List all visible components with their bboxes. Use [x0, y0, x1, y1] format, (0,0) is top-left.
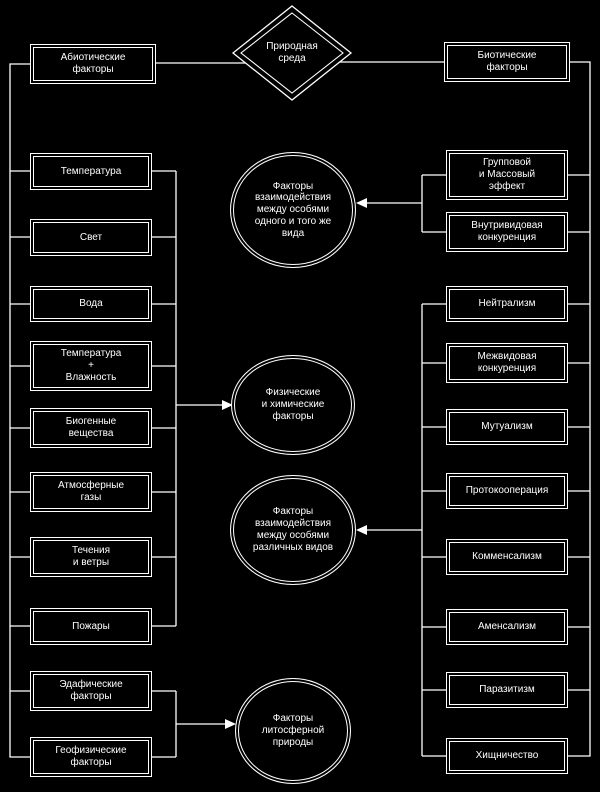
node-label: Комменсализм	[472, 551, 542, 563]
node-label: Внутривидовая конкуренция	[471, 220, 543, 243]
right-bracket-intraspecific	[365, 174, 446, 233]
node-label: Геофизические факторы	[55, 745, 127, 768]
node-parasitism: Паразитизм	[446, 672, 568, 708]
node-label: Абиотические факторы	[60, 52, 126, 75]
node-label: Факторы литосферной природы	[261, 713, 325, 748]
left-bracket-lithospheric	[152, 690, 227, 758]
node-label: Вода	[79, 298, 103, 310]
node-label: Факторы взаимодействия между особями одн…	[254, 180, 332, 239]
node-label: Биогенные вещества	[65, 416, 117, 439]
header-abiotic-factors: Абиотические факторы	[30, 44, 156, 84]
left-bracket-physical	[152, 170, 224, 627]
node-label: Межвидовая конкуренция	[477, 351, 537, 374]
connector-lines	[9, 61, 591, 758]
node-label: Паразитизм	[479, 684, 535, 696]
header-biotic-factors: Биотические факторы	[444, 42, 570, 82]
arrow-to-intraspecific-circle	[356, 198, 367, 208]
group-interspecific-interaction: Факторы взаимодействия между особями раз…	[230, 475, 356, 585]
node-label: Биотические факторы	[477, 50, 537, 73]
arrow-to-interspecific-circle	[356, 525, 367, 535]
node-neutralism: Нейтрализм	[446, 286, 568, 322]
right-trunk	[568, 61, 591, 757]
node-natural-environment: Природная среда	[240, 32, 344, 74]
node-label: Протокооперация	[465, 485, 549, 497]
group-intraspecific-interaction: Факторы взаимодействия между особями одн…	[230, 152, 356, 268]
node-label: Атмосферные газы	[57, 480, 125, 503]
node-amensalism: Аменсализм	[446, 609, 568, 645]
node-label: Мутуализм	[481, 421, 533, 433]
root-diamond-outer	[231, 5, 353, 101]
node-geophysical-factors: Геофизические факторы	[30, 737, 152, 777]
group-physical-chemical-factors: Физические и химические факторы	[231, 355, 355, 455]
node-currents-and-winds: Течения и ветры	[30, 537, 152, 577]
right-bracket-interspecific	[365, 303, 446, 757]
node-label: Групповой и Массовый эффект	[478, 157, 536, 192]
node-temperature: Температура	[30, 153, 152, 190]
node-label: Температура + Влажность	[60, 348, 122, 383]
node-label: Природная среда	[266, 41, 318, 64]
node-label: Хищничество	[475, 750, 539, 762]
node-label: Свет	[79, 231, 103, 243]
node-label: Аменсализм	[477, 621, 537, 633]
node-water: Вода	[30, 286, 152, 322]
node-group-mass-effect: Групповой и Массовый эффект	[446, 150, 568, 200]
arrow-to-lithospheric-circle	[225, 719, 236, 729]
node-label: Пожары	[72, 620, 110, 632]
root-diamond-inner	[240, 12, 344, 94]
node-intraspecific-competition: Внутривидовая конкуренция	[446, 212, 568, 252]
node-biogenic-substances: Биогенные вещества	[30, 408, 152, 448]
node-light: Свет	[30, 219, 152, 256]
left-trunk	[9, 63, 30, 758]
node-label: Физические и химические факторы	[261, 387, 325, 422]
node-label: Температура	[60, 165, 122, 177]
arrowheads	[222, 198, 367, 729]
node-protocooperation: Протокооперация	[446, 473, 568, 509]
root-diamond	[231, 5, 353, 101]
node-atmospheric-gases: Атмосферные газы	[30, 472, 152, 512]
node-fires: Пожары	[30, 608, 152, 645]
group-lithospheric-factors: Факторы литосферной природы	[235, 678, 351, 784]
node-temperature-humidity: Температура + Влажность	[30, 341, 152, 391]
arrow-to-physical-circle	[222, 400, 233, 410]
node-mutualism: Мутуализм	[446, 409, 568, 445]
node-edaphic-factors: Эдафические факторы	[30, 671, 152, 711]
node-label: Нейтрализм	[478, 298, 536, 310]
node-interspecific-competition: Межвидовая конкуренция	[446, 343, 568, 383]
node-label: Течения и ветры	[71, 545, 111, 568]
node-label: Эдафические факторы	[59, 679, 123, 702]
node-predation: Хищничество	[446, 738, 568, 774]
node-commensalism: Комменсализм	[446, 539, 568, 575]
node-label: Факторы взаимодействия между особями раз…	[252, 506, 334, 553]
